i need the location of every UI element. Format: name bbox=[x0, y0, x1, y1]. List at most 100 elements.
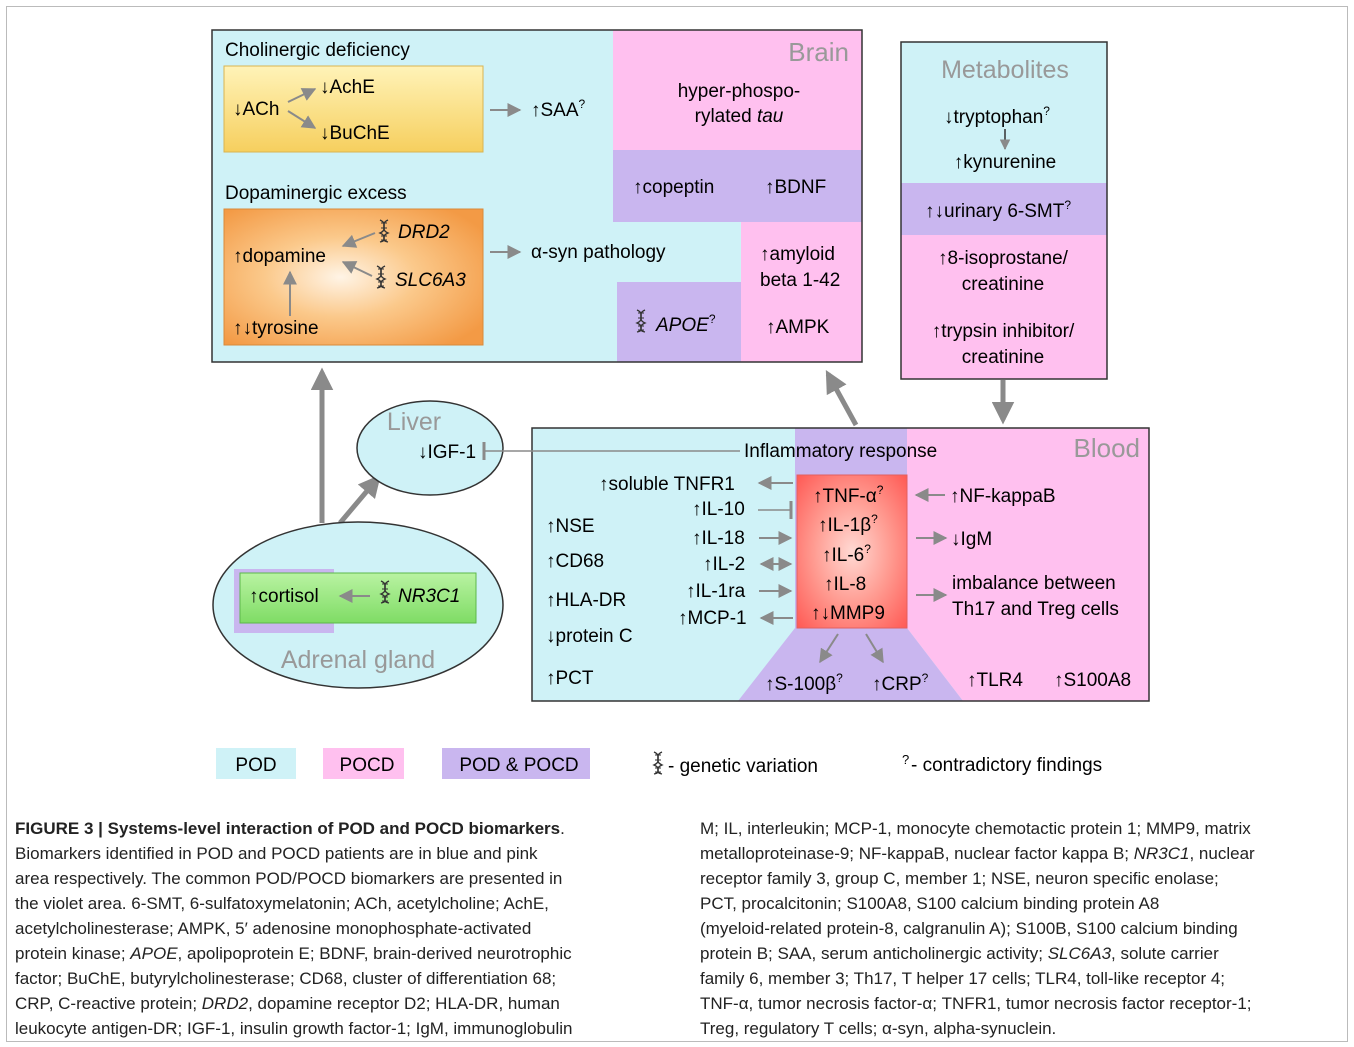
arrow-ach-buche bbox=[287, 110, 317, 129]
caption-line: protein B; SAA, serum anticholinergic ac… bbox=[700, 941, 1345, 966]
cytokine-box bbox=[796, 474, 908, 629]
caption-text: , dopamine receptor D2; HLA-DR, human bbox=[248, 994, 560, 1013]
caption-line: the violet area. 6-SMT, 6-sulfatoxymelat… bbox=[15, 891, 675, 916]
caption-left: FIGURE 3 | Systems-level interaction of … bbox=[15, 816, 675, 1041]
caption-text: TNF-α, tumor necrosis factor-α; TNFR1, t… bbox=[700, 994, 1252, 1013]
brain-pocd-area-bottom bbox=[741, 222, 862, 362]
metabolites-pod-area bbox=[901, 42, 1107, 183]
trypsin-line2: creatinine bbox=[962, 347, 1044, 368]
adrenal-box bbox=[239, 572, 477, 624]
caption-text: PCT, procalcitonin; S100A8, S100 calcium… bbox=[700, 894, 1160, 913]
amyloid-line2: beta 1-42 bbox=[760, 270, 840, 291]
caption-text: APOE bbox=[130, 944, 178, 963]
legend: POD POCD POD & POCD - genetic variation … bbox=[216, 748, 1102, 779]
tau-line2: rylated tau bbox=[695, 106, 784, 127]
caption-text: SLC6A3 bbox=[1047, 944, 1112, 963]
ampk-label: ↑AMPK bbox=[766, 317, 830, 338]
caption-text: protein B; SAA, serum anticholinergic ac… bbox=[700, 944, 1048, 963]
tyrosine-label: ↑↓tyrosine bbox=[233, 318, 319, 339]
inflammatory-label: Inflammatory response bbox=[744, 441, 937, 462]
liver-title: Liver bbox=[387, 408, 441, 436]
isoprostane-line2: creatinine bbox=[962, 274, 1044, 295]
caption-line: family 6, member 3; Th17, T helper 17 ce… bbox=[700, 966, 1345, 991]
caption-text: acetylcholinesterase; AMPK, 5′ adenosine… bbox=[15, 919, 532, 938]
legend-pocd-label: POCD bbox=[340, 755, 395, 776]
caption-line: PCT, procalcitonin; S100A8, S100 calcium… bbox=[700, 891, 1345, 916]
liver-panel: Liver ↓IGF-1 bbox=[356, 400, 504, 496]
caption-text: . bbox=[560, 819, 565, 838]
caption-line: FIGURE 3 | Systems-level interaction of … bbox=[15, 816, 675, 841]
pct-label: ↑PCT bbox=[546, 668, 594, 689]
legend-dna-icon bbox=[653, 751, 663, 775]
caption-line: M; IL, interleukin; MCP-1, monocyte chem… bbox=[700, 816, 1345, 841]
dopamine-label: ↑dopamine bbox=[233, 246, 326, 267]
brain-both-area bbox=[613, 150, 862, 222]
isoprostane-line1: ↑8-isoprostane/ bbox=[938, 248, 1069, 269]
hladr-label: ↑HLA-DR bbox=[546, 590, 626, 611]
il1ra-label: ↑IL-1ra bbox=[686, 581, 746, 602]
arrow-adrenal-liver bbox=[338, 474, 381, 525]
tnfa-label: ↑TNF-α? bbox=[813, 483, 884, 507]
tau-line1: hyper-phospo- bbox=[678, 81, 801, 102]
igm-label: ↓IgM bbox=[951, 529, 992, 550]
s100a8-label: ↑S100A8 bbox=[1054, 670, 1131, 691]
caption-text: area respectively. The common POD/POCD b… bbox=[15, 869, 563, 888]
s100b-label: ↑S-100β? bbox=[765, 671, 843, 695]
smt-label: ↑↓urinary 6-SMT? bbox=[925, 198, 1071, 222]
caption-line: Biomarkers identified in POD and POCD pa… bbox=[15, 841, 675, 866]
ach-label: ↓ACh bbox=[233, 99, 279, 120]
blood-outline bbox=[531, 427, 1150, 702]
caption-text: M; IL, interleukin; MCP-1, monocyte chem… bbox=[700, 819, 1251, 838]
legend-both-label: POD & POCD bbox=[459, 755, 578, 776]
tlr4-label: ↑TLR4 bbox=[967, 670, 1023, 691]
dopaminergic-box bbox=[223, 208, 484, 346]
arrow-drd2-dopamine bbox=[341, 232, 376, 248]
adrenal-title: Adrenal gland bbox=[281, 646, 435, 674]
caption-text: (myeloid-related protein-8, calgranulin … bbox=[700, 919, 1238, 938]
caption-line: area respectively. The common POD/POCD b… bbox=[15, 866, 675, 891]
brain-pocd-area-top bbox=[613, 30, 862, 150]
arrow-slc6a3-dopamine bbox=[341, 261, 373, 277]
caption-right: M; IL, interleukin; MCP-1, monocyte chem… bbox=[700, 816, 1345, 1041]
caption-line: leukocyte antigen-DR; IGF-1, insulin gro… bbox=[15, 1016, 675, 1041]
amyloid-line1: ↑amyloid bbox=[760, 244, 835, 265]
caption-text: family 6, member 3; Th17, T helper 17 ce… bbox=[700, 969, 1226, 988]
caption-line: (myeloid-related protein-8, calgranulin … bbox=[700, 916, 1345, 941]
kynurenine-label: ↑kynurenine bbox=[954, 152, 1056, 173]
legend-genetic-label: - genetic variation bbox=[668, 756, 818, 777]
crp-label: ↑CRP? bbox=[872, 671, 929, 695]
cd68-label: ↑CD68 bbox=[546, 551, 604, 572]
slc6a3-label: SLC6A3 bbox=[395, 270, 466, 291]
imbalance-line1: imbalance between bbox=[952, 573, 1116, 594]
igf1-label: ↓IGF-1 bbox=[418, 442, 476, 463]
metabolites-title: Metabolites bbox=[941, 56, 1069, 84]
legend-contradictory-label: - contradictory findings bbox=[911, 755, 1102, 776]
caption-text: receptor family 3, group C, member 1; NS… bbox=[700, 869, 1219, 888]
tryptophan-label: ↓tryptophan? bbox=[944, 104, 1050, 128]
nfkb-label: ↑NF-kappaB bbox=[950, 486, 1056, 507]
il2-label: ↑IL-2 bbox=[703, 554, 745, 575]
blood-panel: Blood Inflammatory response ↑TNF-α? ↑IL-… bbox=[482, 427, 1150, 702]
caption-text: , solute carrier bbox=[1111, 944, 1219, 963]
caption-text: , apolipoprotein E; BDNF, brain-derived … bbox=[177, 944, 572, 963]
tnfr1-label: ↑soluble TNFR1 bbox=[599, 474, 735, 495]
arrow-crp bbox=[865, 633, 884, 664]
brain-title: Brain bbox=[788, 37, 849, 67]
asyn-label: α-syn pathology bbox=[531, 242, 666, 263]
il18-label: ↑IL-18 bbox=[692, 528, 745, 549]
bdnf-label: ↑BDNF bbox=[765, 177, 826, 198]
figure-frame bbox=[6, 6, 1348, 1042]
arrow-s100b bbox=[819, 633, 839, 664]
il8-label: ↑IL-8 bbox=[824, 574, 866, 595]
caption-text: Biomarkers identified in POD and POCD pa… bbox=[15, 844, 538, 863]
blood-title: Blood bbox=[1074, 433, 1141, 463]
caption-text: CRP, C-reactive protein; bbox=[15, 994, 202, 1013]
caption-text: metalloproteinase-9; NF-kappaB, nuclear … bbox=[700, 844, 1134, 863]
brain-outline bbox=[211, 29, 863, 363]
nse-label: ↑NSE bbox=[546, 516, 595, 537]
drd2-label: DRD2 bbox=[398, 222, 450, 243]
caption-line: factor; BuChE, butyrylcholinesterase; CD… bbox=[15, 966, 675, 991]
cholinergic-title: Cholinergic deficiency bbox=[225, 40, 410, 61]
metabolites-both-area bbox=[901, 183, 1107, 235]
il10-label: ↑IL-10 bbox=[692, 499, 745, 520]
